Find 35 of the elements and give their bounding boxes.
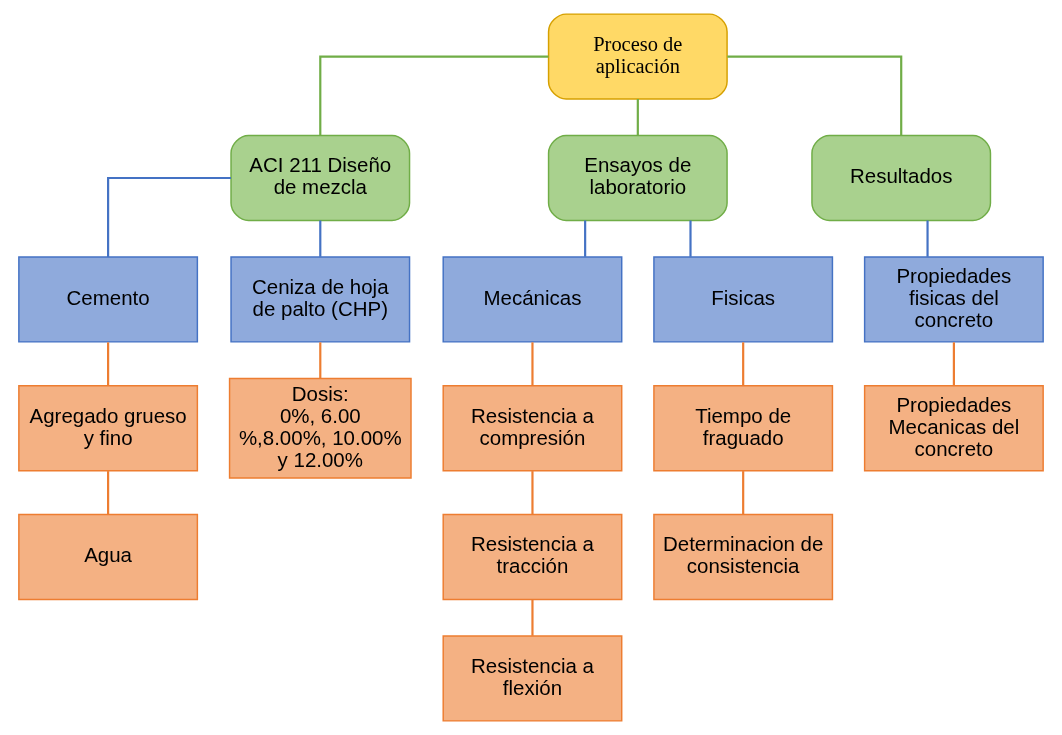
connector: [319, 220, 322, 257]
node-box: Propiedades Mecanicas del concreto: [863, 385, 1044, 472]
connector: [319, 342, 322, 379]
node-box: Dosis: 0%, 6.00 %,8.00%, 10.00% y 12.00%: [228, 377, 412, 479]
node-box: Resistencia a tracción: [442, 513, 623, 601]
connector: [689, 220, 692, 257]
connector: [742, 342, 745, 386]
node-box: Fisicas: [653, 256, 834, 343]
node-box: Cemento: [18, 256, 199, 343]
node-box: Resistencia a flexión: [442, 635, 623, 722]
node-box: Agregado grueso y fino: [18, 385, 199, 472]
connector: [531, 599, 534, 636]
node-box: Agua: [18, 513, 199, 601]
connector: [584, 220, 587, 257]
connector: [107, 176, 231, 257]
connector: [952, 342, 955, 386]
connector: [727, 55, 903, 136]
connector: [926, 220, 929, 257]
connector: [531, 342, 534, 386]
node-box: ACI 211 Diseño de mezcla: [230, 134, 411, 222]
node-box: Resultados: [811, 134, 992, 222]
connector: [531, 471, 534, 515]
node-box: Mecánicas: [442, 256, 623, 343]
connector: [107, 471, 110, 515]
node-box: Proceso de aplicación: [547, 13, 728, 100]
connector: [742, 471, 745, 515]
connector: [107, 342, 110, 386]
node-box: Tiempo de fraguado: [653, 385, 834, 472]
connector: [636, 99, 639, 136]
node-box: Determinacion de consistencia: [653, 513, 834, 601]
node-box: Propiedades fisicas del concreto: [863, 256, 1044, 343]
node-box: Ensayos de laboratorio: [547, 134, 728, 222]
node-box: Resistencia a compresión: [442, 385, 623, 472]
connector: [319, 55, 549, 136]
node-box: Ceniza de hoja de palto (CHP): [230, 256, 411, 343]
